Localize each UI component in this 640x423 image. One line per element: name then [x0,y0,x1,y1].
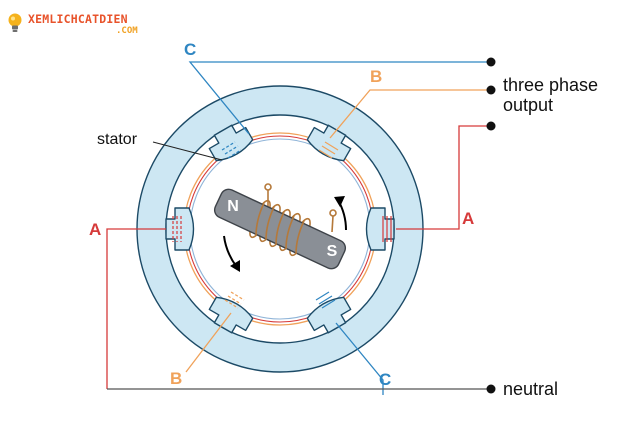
output-terminals [486,57,496,394]
coil-a-left [172,216,182,242]
output-label-line2: output [503,95,553,115]
logo-domain: .COM [116,26,138,36]
phase-a-left-label: A [89,220,101,239]
neutral-label: neutral [503,379,558,399]
coil-a-right [382,216,392,242]
phase-c-wire [188,61,491,395]
site-logo: XEMLICHCATDIEN .COM [4,10,144,44]
coil-c-top [221,141,242,159]
terminal-neutral [486,384,496,394]
stator-leader-line [152,141,223,161]
rotation-arrowhead-left [230,260,240,272]
terminal-b [486,85,496,95]
phase-c-top-label: C [184,40,196,59]
lightbulb-icon [8,13,22,32]
stator-pole [208,296,254,334]
phase-b-wire [185,89,491,373]
coil-b-bottom [224,291,245,309]
stator-pole [365,207,395,251]
rotor-magnet: N S [213,188,347,270]
coil-c-bottom [315,291,336,309]
phase-c-bottom-label: C [379,370,391,389]
stator-pole [165,207,195,251]
phase-b-top-label: B [370,67,382,86]
stator-pole [306,124,352,162]
output-label-line1: three phase [503,75,598,95]
rotor-north-label: N [227,198,239,215]
terminal-a [486,121,496,131]
stator-poles [165,124,395,334]
stator-label: stator [97,131,138,148]
phase-b-bottom-label: B [170,369,182,388]
phase-a-wire [106,125,491,389]
rotation-arrowhead-right [334,196,345,207]
rotor-south-label: S [327,243,338,260]
coil-b-top [318,141,339,159]
terminal-c [486,57,496,67]
phase-a-right-label: A [462,209,474,228]
stator-pole [306,296,352,334]
logo-name: XEMLICHCATDIEN [28,12,128,26]
pole-coils [172,141,392,309]
rotor-coil-front [255,202,305,255]
